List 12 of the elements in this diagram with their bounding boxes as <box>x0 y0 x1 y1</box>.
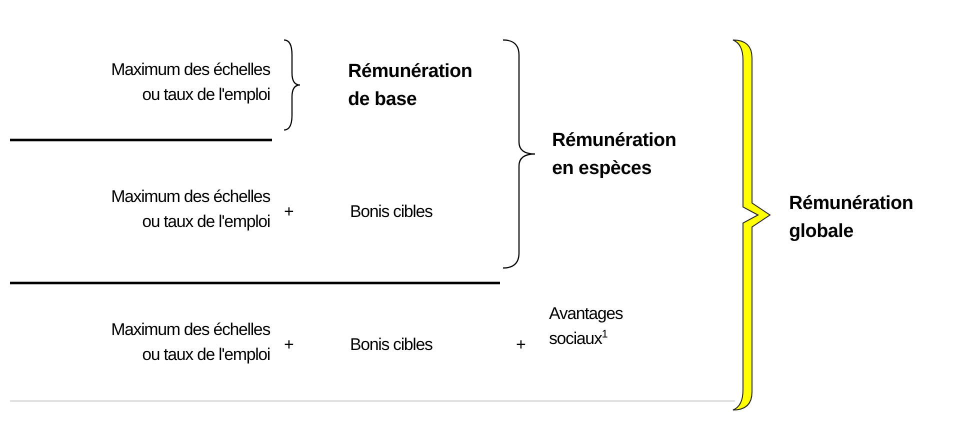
plus-sign: + <box>516 334 526 356</box>
plus-sign: + <box>284 201 294 223</box>
row-label: Maximum des échelles ou taux de l'emploi <box>110 186 270 233</box>
row-label: Bonis cibles <box>350 201 434 223</box>
row-label: Maximum des échelles ou taux de l'emploi <box>110 319 270 366</box>
heading-label: Rémunération de base <box>348 60 474 112</box>
plus-sign: + <box>284 334 294 356</box>
row-label: Bonis cibles <box>350 334 434 356</box>
heading-label: Rémunération en espèces <box>552 129 678 181</box>
row-label: Maximum des échelles ou taux de l'emploi <box>110 59 270 106</box>
row-label: Avantages sociaux$^{1}$ <box>549 303 624 350</box>
heading-label: Rémunération globale <box>789 192 914 244</box>
